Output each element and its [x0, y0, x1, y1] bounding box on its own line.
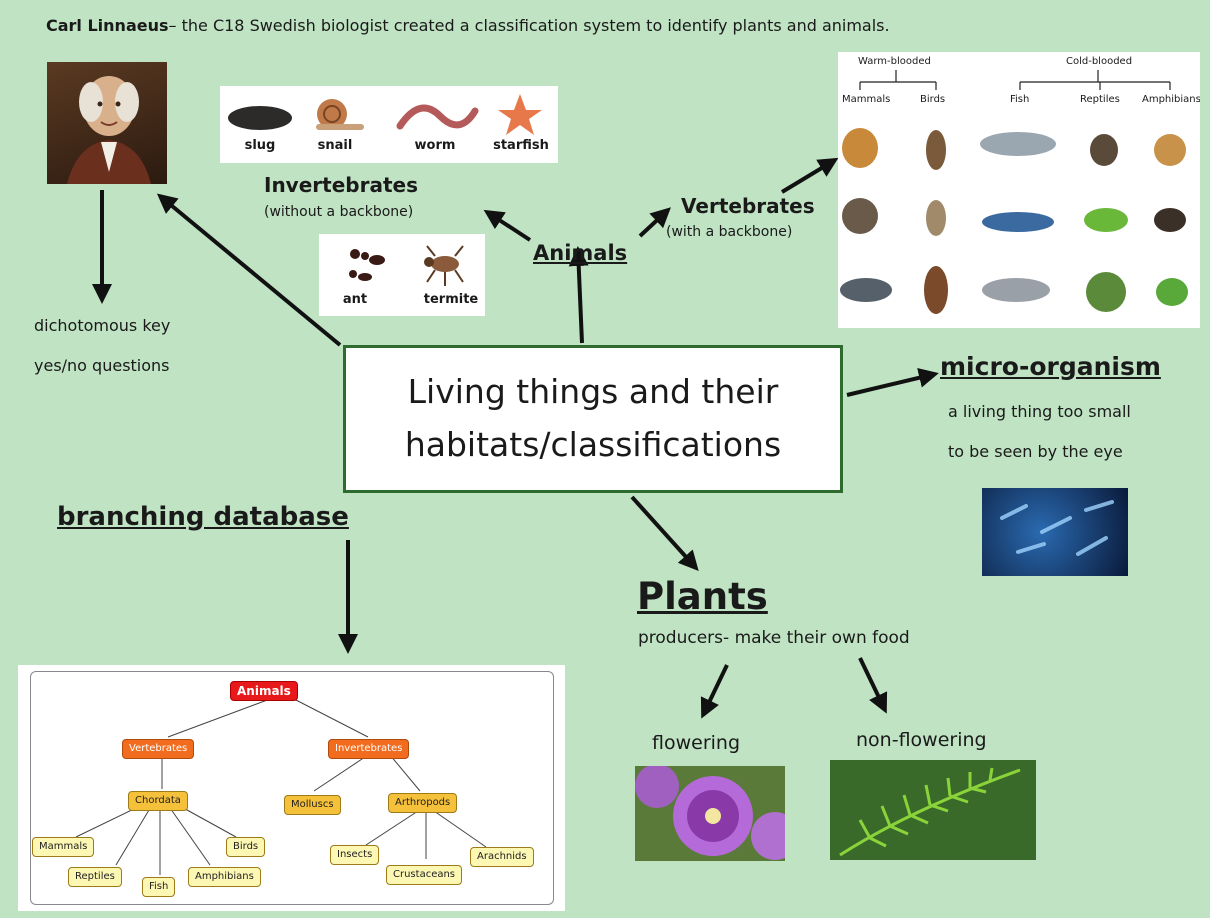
tree-node-fish: Fish [142, 877, 175, 897]
arrow-to-invertebrates [487, 212, 530, 240]
arrow-to-micro [847, 374, 935, 395]
tree-node-mammals: Mammals [32, 837, 94, 857]
vertebrates-subtitle: (with a backbone) [666, 224, 792, 240]
label-slug: slug [234, 138, 286, 153]
vertebrate-animal-icons [840, 128, 1188, 314]
label-reptiles: Reptiles [1080, 94, 1120, 105]
fern-icon [830, 760, 1036, 860]
tree-node-birds: Birds [226, 837, 265, 857]
label-amphibians: Amphibians [1142, 94, 1200, 105]
label-warm-blooded: Warm-blooded [858, 56, 931, 67]
label-birds: Birds [920, 94, 945, 105]
center-topic-box: Living things and their habitats/classif… [343, 345, 843, 493]
arrow-to-flowering [703, 665, 727, 715]
label-fish: Fish [1010, 94, 1029, 105]
note-yes-no-questions: yes/no questions [34, 356, 170, 375]
linnaeus-portrait [47, 62, 167, 184]
tree-node-reptiles: Reptiles [68, 867, 122, 887]
note-dichotomous-key: dichotomous key [34, 316, 170, 335]
micro-organism-title: micro-organism [940, 352, 1161, 381]
portrait-image [47, 62, 167, 184]
invertebrates-title: Invertebrates [264, 173, 418, 197]
worm-icon [400, 108, 475, 126]
label-non-flowering: non-flowering [856, 729, 987, 751]
bacteria-icons [982, 488, 1128, 576]
ant-icon [349, 249, 385, 281]
label-mammals: Mammals [842, 94, 890, 105]
tree-node-vertebrates: Vertebrates [122, 739, 194, 759]
vertebrates-chart-lines [860, 70, 1170, 90]
plants-subtitle: producers- make their own food [638, 628, 910, 648]
animals-heading: Animals [533, 241, 627, 265]
arrow-to-nonflowering [860, 658, 885, 710]
invertebrates-subtitle: (without a backbone) [264, 204, 413, 220]
fern-image [830, 760, 1036, 860]
label-ant: ant [335, 292, 375, 307]
header-rest: – the C18 Swedish biologist created a cl… [169, 16, 890, 35]
slug-icon [228, 106, 292, 130]
label-snail: snail [306, 138, 364, 153]
invertebrates-image-bottom: ant termite [319, 234, 485, 316]
vertebrates-chart: Warm-blooded Cold-blooded Mammals Birds … [838, 52, 1200, 328]
arrow-to-plants [632, 497, 696, 568]
tree-node-molluscs: Molluscs [284, 795, 341, 815]
label-flowering: flowering [652, 732, 740, 754]
tree-node-animals: Animals [230, 681, 298, 701]
invertebrates-image-top: slug snail worm starfish [220, 86, 558, 163]
snail-icon [316, 99, 364, 130]
label-worm: worm [406, 138, 464, 153]
bacteria-image [982, 488, 1128, 576]
micro-line-1: a living thing too small [948, 402, 1131, 421]
label-cold-blooded: Cold-blooded [1066, 56, 1132, 67]
tree-diagram-panel: Animals Vertebrates Invertebrates Chorda… [18, 665, 565, 911]
center-line-2: habitats/classifications [405, 419, 781, 472]
tree-node-invertebrates: Invertebrates [328, 739, 409, 759]
label-termite: termite [419, 292, 483, 307]
branching-database-title: branching database [57, 502, 349, 532]
header-name: Carl Linnaeus [46, 16, 169, 35]
flower-image [635, 766, 785, 861]
arrow-to-vert-chart [782, 160, 835, 192]
label-starfish: starfish [488, 138, 554, 153]
vertebrates-title: Vertebrates [681, 194, 815, 218]
tree-node-arthropods: Arthropods [388, 793, 457, 813]
center-line-1: Living things and their [408, 366, 779, 419]
tree-node-crustaceans: Crustaceans [386, 865, 462, 885]
termite-icon [424, 246, 463, 286]
tree-node-chordata: Chordata [128, 791, 188, 811]
tree-node-insects: Insects [330, 845, 379, 865]
tree-node-amphibians: Amphibians [188, 867, 261, 887]
arrow-to-vertebrates [640, 210, 668, 236]
micro-line-2: to be seen by the eye [948, 442, 1123, 461]
plants-title: Plants [637, 575, 768, 618]
header-text: Carl Linnaeus– the C18 Swedish biologist… [46, 16, 890, 35]
tree-node-arachnids: Arachnids [470, 847, 534, 867]
starfish-icon [498, 94, 542, 135]
petunia-icon [635, 766, 785, 861]
